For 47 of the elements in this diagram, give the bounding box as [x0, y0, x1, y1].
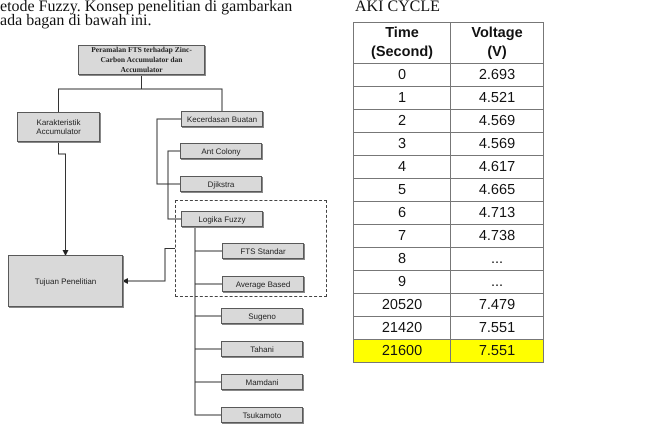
- table-cell: 5: [354, 178, 450, 202]
- connector-line: [194, 226, 222, 416]
- table-cell: 4.665: [450, 178, 544, 202]
- table-cell: 3: [354, 132, 450, 156]
- table-cell: 4.738: [450, 224, 544, 248]
- table-cell: ...: [450, 270, 544, 294]
- process-box: Kecerdasan Buatan: [181, 111, 263, 127]
- process-box: Djikstra: [180, 176, 262, 192]
- table-cell: 6: [354, 202, 450, 224]
- table-cell: 2: [354, 110, 450, 132]
- process-box: FTS Standar: [222, 243, 304, 259]
- connector-line: [156, 118, 182, 184]
- connector-line: [141, 74, 222, 112]
- table-cell: 8: [354, 248, 450, 270]
- body-text: etode Fuzzy. Konsep penelitian di gambarkan: [0, 0, 292, 15]
- column-header: Voltage (V): [450, 22, 544, 64]
- table-cell: 20520: [354, 294, 450, 316]
- table-cell: 2.693: [450, 64, 544, 86]
- process-box: Karakteristik Accumulator: [17, 112, 100, 142]
- arrow: [122, 248, 176, 284]
- table-cell: 7.479: [450, 294, 544, 316]
- table-cell: 7: [354, 224, 450, 248]
- table-cell: 1: [354, 86, 450, 110]
- process-box: Average Based: [222, 276, 304, 292]
- process-box: Mamdani: [221, 374, 303, 390]
- process-box: Sugeno: [221, 308, 303, 324]
- table-cell: 21600: [354, 340, 450, 362]
- process-box: Tujuan Penelitian: [8, 255, 123, 307]
- table-cell: 0: [354, 64, 450, 86]
- dashed-group-box: [175, 200, 327, 297]
- column-header: Time (Second): [354, 22, 450, 64]
- process-box: Ant Colony: [180, 143, 262, 159]
- table-cell: 4.713: [450, 202, 544, 224]
- arrow: [58, 142, 68, 256]
- table-cell: 4.617: [450, 156, 544, 178]
- table-cell: 4.569: [450, 110, 544, 132]
- section-heading: AKI CYCLE: [355, 0, 440, 16]
- process-box: Logika Fuzzy: [181, 211, 263, 227]
- table-cell: 4.521: [450, 86, 544, 110]
- table-cell: 7.551: [450, 340, 544, 362]
- table-cell: ...: [450, 248, 544, 270]
- process-box: Tahani: [221, 341, 303, 357]
- table-cell: 4: [354, 156, 450, 178]
- process-box: Tsukamoto: [221, 407, 303, 423]
- connector-line: [168, 150, 182, 220]
- table-cell: 4.569: [450, 132, 544, 156]
- table-cell: 9: [354, 270, 450, 294]
